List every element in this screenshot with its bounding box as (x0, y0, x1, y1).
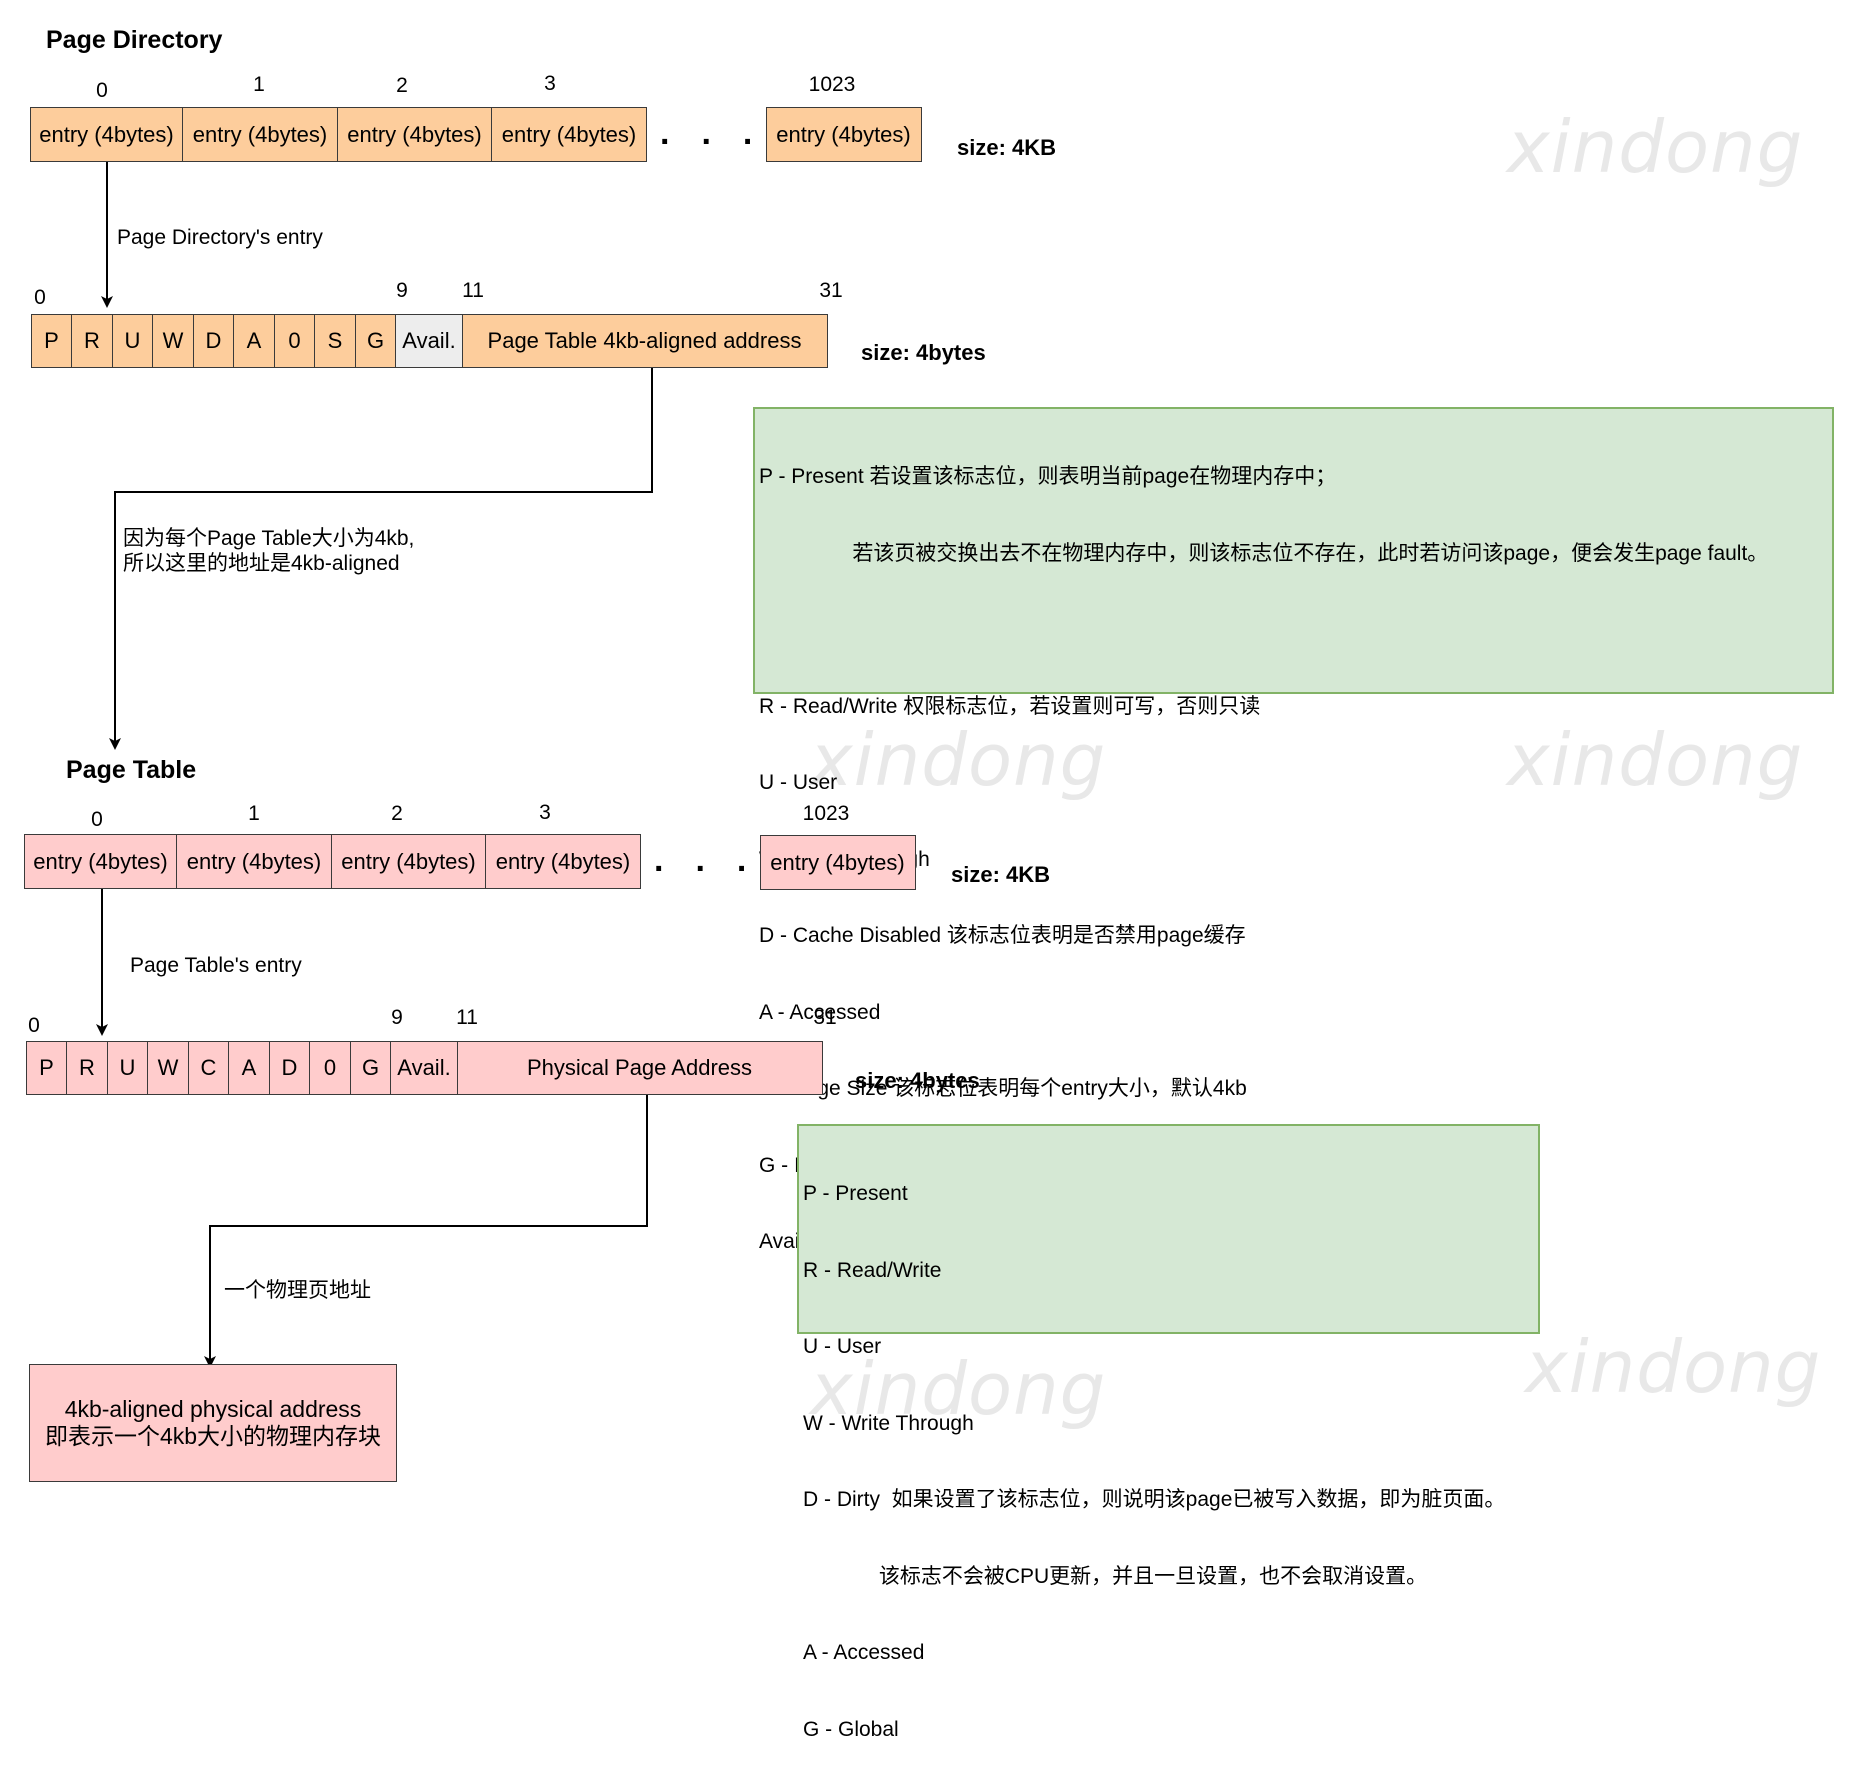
pd-bit-31: 31 (819, 279, 843, 302)
pd-bit-9: 9 (396, 279, 408, 302)
legend-line: P - Present (803, 1182, 908, 1205)
pt-flag-u: U (106, 1041, 149, 1095)
pd-flags-legend: P - Present 若设置该标志位，则表明当前page在物理内存中； 若该页… (753, 407, 1834, 1253)
pt-index-0: 0 (91, 808, 103, 831)
pd-flag-a: A (233, 314, 275, 368)
pt-entry-cell: entry (4bytes) (330, 834, 487, 889)
pd-flag-u: U (111, 314, 154, 368)
pd-index-1: 1 (253, 73, 265, 96)
legend-line: R - Read/Write 权限标志位，若设置则可写，否则只读 (759, 694, 1261, 718)
pt-flag-r: R (66, 1041, 108, 1095)
pt-flag-c: C (187, 1041, 230, 1095)
pd-flag-w: W (152, 314, 194, 368)
page-table-entries: entry (4bytes) entry (4bytes) entry (4by… (23, 834, 641, 889)
pd-address-arrow (109, 368, 653, 750)
pt-address: Physical Page Address (456, 1041, 823, 1095)
pd-index-0: 0 (96, 79, 108, 102)
pt-address-note: 一个物理页地址 (224, 1279, 371, 1302)
legend-line: D - Cache Disabled 该标志位表明是否禁用page缓存 (759, 924, 1246, 947)
pt-avail: Avail. (390, 1041, 458, 1095)
pd-avail: Avail. (395, 314, 463, 368)
watermark: xindong (1525, 1325, 1822, 1409)
pt-flags-legend: P - Present R - Read/Write U - User W - … (797, 1124, 1540, 1741)
pd-bit-0: 0 (34, 286, 46, 309)
pt-index-1023: 1023 (802, 802, 850, 825)
pd-address-note-line1: 因为每个Page Table大小为4kb, (123, 527, 415, 550)
pd-index-1023: 1023 (808, 73, 856, 96)
pt-bit-31: 31 (813, 1006, 837, 1029)
legend-line: A - Accessed (803, 1641, 925, 1664)
pd-entry-cell-1023: entry (4bytes) (765, 107, 922, 162)
physical-address-line1: 4kb-aligned physical address (64, 1396, 362, 1422)
pt-flag-g: G (349, 1041, 392, 1095)
physical-address-box: 4kb-aligned physical address 即表示一个4kb大小的… (29, 1364, 397, 1482)
pd-entry-cell: entry (4bytes) (182, 107, 338, 162)
page-directory-title: Page Directory (46, 26, 223, 54)
pd-ellipsis: ... (660, 114, 785, 152)
pt-entry-size: size: 4bytes (855, 1068, 980, 1093)
page-directory-last-entry: entry (4bytes) (765, 107, 922, 162)
pd-entry-bits: P R U W D A 0 S G Avail. Page Table 4kb-… (30, 314, 828, 368)
pd-flag-s: S (314, 314, 356, 368)
legend-line: W - Write Through (803, 1411, 974, 1435)
watermark: xindong (1507, 718, 1804, 802)
pt-entry-cell: entry (4bytes) (485, 834, 641, 889)
connector-lines (96, 162, 653, 1368)
legend-line: 该标志不会被CPU更新，并且一旦设置，也不会取消设置。 (803, 1564, 1428, 1588)
legend-line: P - Present 若设置该标志位，则表明当前page在物理内存中； (759, 465, 1337, 488)
pd-flag-d: D (192, 314, 235, 368)
legend-line: G - Global (803, 1717, 899, 1741)
pd-entry-cell: entry (4bytes) (29, 107, 184, 162)
pd-flag-g: G (354, 314, 397, 368)
pt-flag-0: 0 (309, 1041, 351, 1095)
pd-flag-r: R (71, 314, 113, 368)
physical-address-line2: 即表示一个4kb大小的物理内存块 (44, 1423, 382, 1449)
pt-entry-cell-1023: entry (4bytes) (759, 835, 916, 890)
legend-line: 若该页被交换出去不在物理内存中，则该标志位不存在，此时若访问该page，便会发生… (759, 541, 1769, 565)
pd-flag-p: P (30, 314, 73, 368)
pd-address: Page Table 4kb-aligned address (461, 314, 828, 368)
pd-bit-11: 11 (462, 279, 484, 302)
watermark: xindong (1507, 105, 1804, 189)
pt-flag-d: D (268, 1041, 311, 1095)
legend-line: R - Read/Write (803, 1258, 942, 1282)
pt-index-2: 2 (391, 802, 403, 825)
pd-entry-cell: entry (4bytes) (336, 107, 493, 162)
pt-index-3: 3 (539, 801, 551, 824)
pt-bit-9: 9 (391, 1006, 403, 1029)
pt-bit-11: 11 (456, 1006, 478, 1029)
pt-flag-p: P (25, 1041, 68, 1095)
pt-flag-w: W (147, 1041, 189, 1095)
pt-index-1: 1 (248, 802, 260, 825)
pt-bit-0: 0 (28, 1014, 40, 1037)
legend-line: W - Write Through (759, 847, 1828, 873)
pd-address-note-line2: 所以这里的地址是4kb-aligned (123, 552, 400, 575)
pt-entry-cell: entry (4bytes) (23, 834, 178, 889)
watermark: xindong (810, 718, 1107, 802)
pd-address-note: 因为每个Page Table大小为4kb, 所以这里的地址是4kb-aligne… (123, 526, 414, 576)
legend-line: D - Dirty 如果设置了该标志位，则说明该page已被写入数据，即为脏页面… (803, 1488, 1506, 1511)
pt-ellipsis: ... (654, 841, 779, 879)
pt-address-arrow (204, 1095, 648, 1368)
pd-index-2: 2 (396, 74, 408, 97)
pd-index-3: 3 (544, 72, 556, 95)
pd-entry-size: size: 4bytes (861, 340, 986, 365)
pt-entry-cell: entry (4bytes) (176, 834, 332, 889)
pt-size: size: 4KB (951, 862, 1051, 887)
legend-line: A - Accessed (759, 1000, 881, 1024)
pd-flag-0: 0 (273, 314, 316, 368)
watermark: xindong (810, 1347, 1107, 1431)
pd-entry-cell: entry (4bytes) (491, 107, 647, 162)
pt-entry-bits: P R U W C A D 0 G Avail. Physical Page A… (25, 1041, 823, 1095)
pt-flag-a: A (228, 1041, 270, 1095)
page-directory-entries: entry (4bytes) entry (4bytes) entry (4by… (29, 107, 647, 162)
legend-line (759, 617, 1828, 643)
pd-entry-arrow-label: Page Directory's entry (117, 226, 323, 249)
pd-size: size: 4KB (957, 135, 1057, 160)
page-table-last-entry: entry (4bytes) (759, 835, 916, 890)
legend-line: U - User (803, 1335, 882, 1358)
pt-entry-arrow-label: Page Table's entry (130, 954, 302, 977)
page-table-title: Page Table (66, 756, 197, 784)
legend-line: U - User (759, 771, 838, 794)
